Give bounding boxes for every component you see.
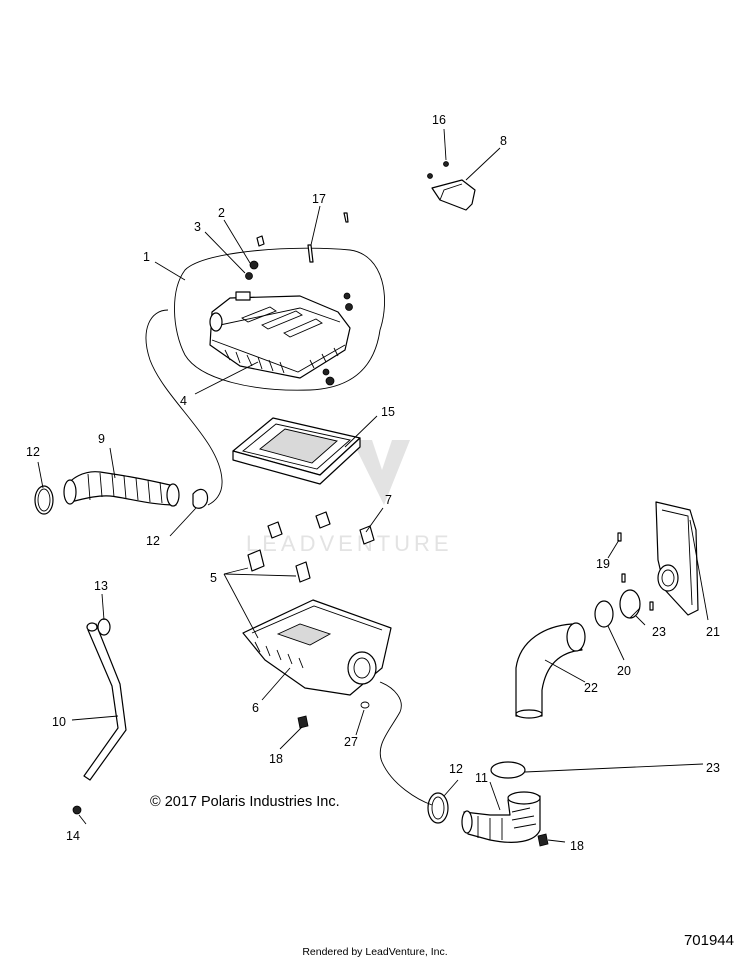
diagram-number: 701944 (683, 932, 734, 949)
callout-13: 13 (94, 579, 108, 593)
callout-5: 5 (210, 571, 217, 585)
grommet-part (322, 368, 330, 376)
callout-19: 19 (596, 557, 610, 571)
bracket-8-part (427, 161, 476, 211)
callout-12b: 12 (146, 534, 160, 548)
callout-18a: 18 (269, 752, 283, 766)
callout-14: 14 (66, 829, 80, 843)
callout-8: 8 (500, 134, 507, 148)
bolt-17-part (307, 244, 314, 263)
watermark-logo-icon (352, 440, 410, 505)
routing-line (379, 681, 433, 806)
airbox-cover (209, 291, 351, 379)
lower-boot-11-part (461, 791, 541, 843)
grommet-part (325, 376, 335, 386)
clamp-12c-inner (431, 796, 445, 820)
clip-5a-part (247, 549, 265, 572)
clamp-14-part (72, 805, 82, 815)
breather-hose-10-part (83, 622, 127, 781)
callout-27: 27 (344, 735, 358, 749)
coupler-20-part (594, 600, 614, 628)
callout-23b: 23 (706, 761, 720, 775)
callout-20: 20 (617, 664, 631, 678)
clamp-12b-part (192, 488, 209, 509)
cover-assembly-outline (174, 247, 385, 391)
clip-7b-part (315, 511, 331, 529)
callout-3: 3 (194, 220, 201, 234)
callout-1: 1 (143, 250, 150, 264)
clamp-12a-inner (37, 488, 51, 512)
callout-22: 22 (584, 681, 598, 695)
copyright-text: © 2017 Polaris Industries Inc. (150, 794, 340, 810)
clamp-23a-part (619, 589, 641, 619)
routing-line (145, 309, 223, 506)
clamp-13-part (97, 618, 111, 636)
callout-2: 2 (218, 206, 225, 220)
callout-9: 9 (98, 432, 105, 446)
clamp-12c-part (427, 792, 449, 824)
oring-27-part (360, 701, 370, 709)
callout-15: 15 (381, 405, 395, 419)
clip-part (256, 235, 265, 247)
air-filter-part (232, 417, 361, 485)
callout-10: 10 (52, 715, 66, 729)
leader-lines (37, 128, 709, 843)
grommet-part (343, 292, 351, 300)
fastener-18b-part (537, 833, 549, 847)
callout-11: 11 (475, 771, 488, 785)
bolt-17b-part (343, 212, 349, 223)
grommet-part (345, 303, 353, 311)
intake-boot-9-part (63, 471, 180, 507)
screw-19b-part (621, 573, 626, 583)
callout-12c: 12 (449, 762, 463, 776)
callout-18b: 18 (570, 839, 584, 853)
grommet-part (249, 260, 259, 270)
screw-19a-part (617, 532, 622, 542)
fastener-18a-part (297, 715, 309, 729)
callout-4: 4 (180, 394, 187, 408)
callout-23a: 23 (652, 625, 666, 639)
intake-tube-22-part (515, 622, 586, 719)
clamp-23b-part (490, 761, 526, 779)
rendered-by-text: Rendered by LeadVenture, Inc. (302, 946, 448, 958)
callout-21: 21 (706, 625, 720, 639)
airbox-base-part (242, 599, 392, 696)
callout-17: 17 (312, 192, 326, 206)
clip-5b-part (295, 561, 311, 583)
callout-6: 6 (252, 701, 259, 715)
screw-19c-part (649, 601, 654, 611)
clip-7a-part (267, 521, 283, 539)
callout-16: 16 (432, 113, 446, 127)
grommet-part (245, 272, 253, 280)
callout-7: 7 (385, 493, 392, 507)
intake-duct-21-part (655, 501, 699, 616)
clip-7c-part (359, 525, 375, 545)
callout-12a: 12 (26, 445, 40, 459)
